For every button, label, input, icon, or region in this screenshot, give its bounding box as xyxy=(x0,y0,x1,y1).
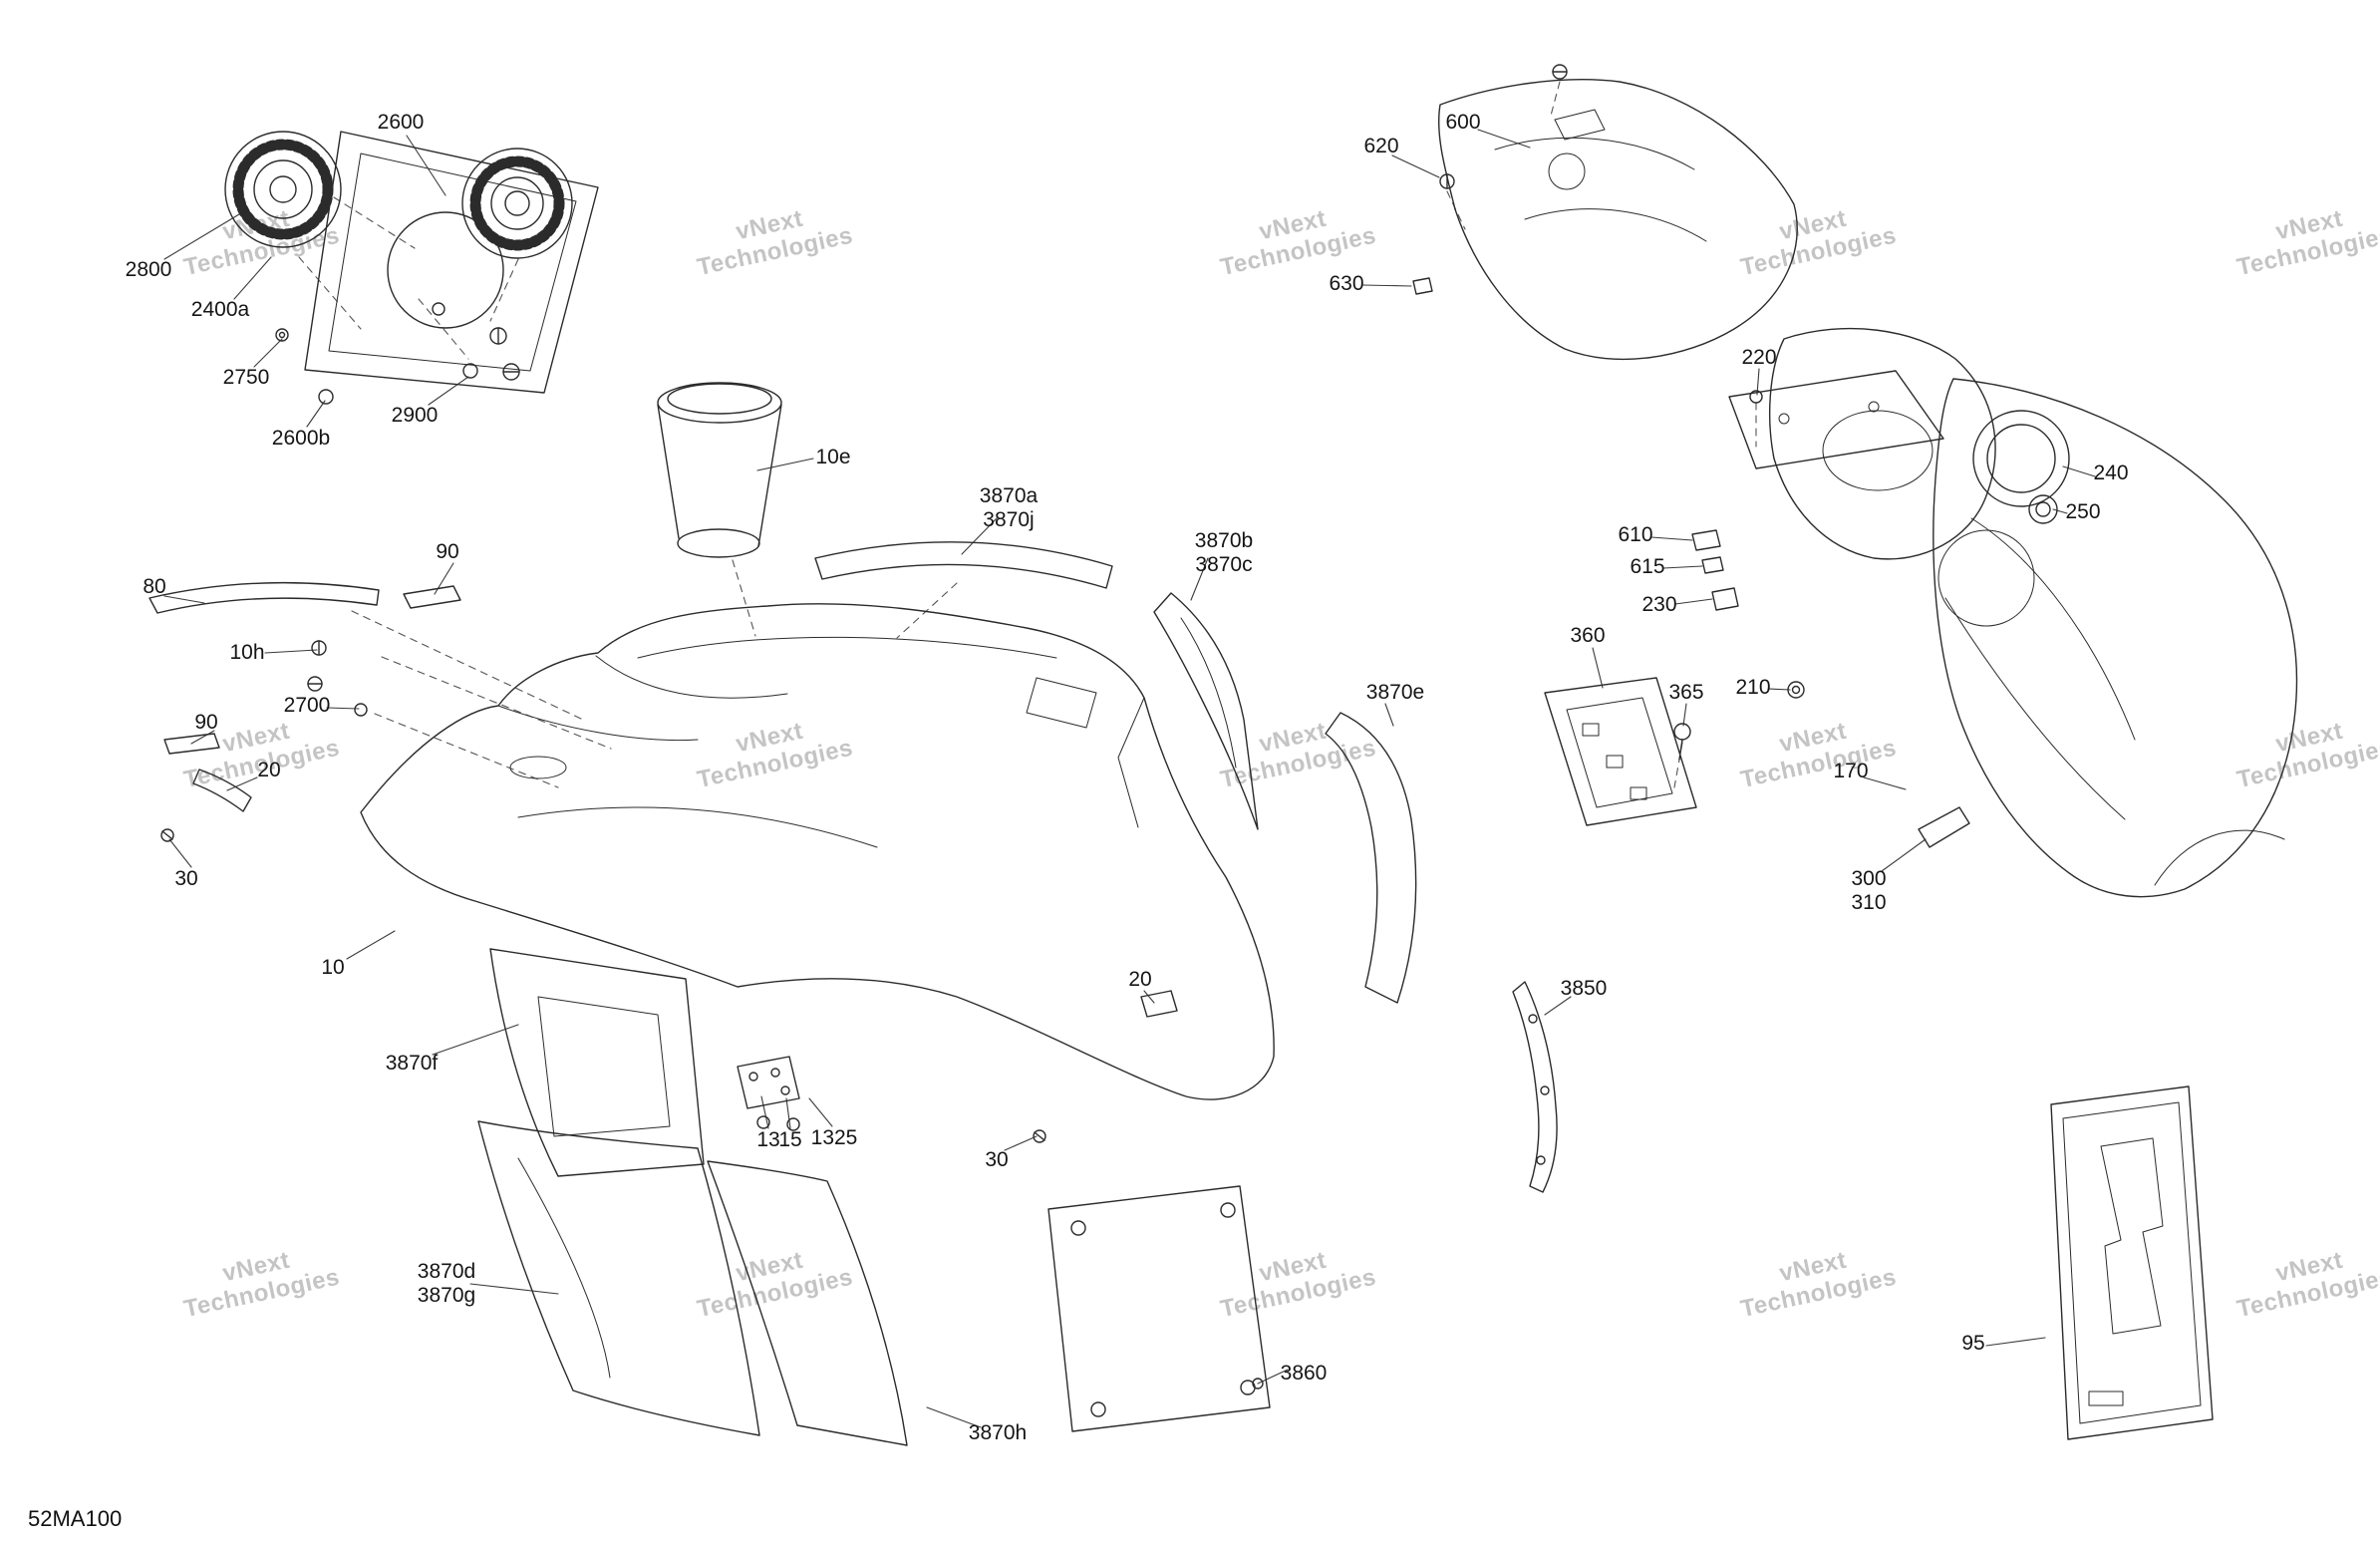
console-assembly-drawing xyxy=(1412,64,1798,361)
part-label-230: 230 xyxy=(1641,593,1677,616)
part-label-2600b: 2600b xyxy=(271,427,331,450)
tank-assembly-drawing xyxy=(1512,327,2298,1193)
part-label-10: 10 xyxy=(321,956,345,979)
part-label-3870a: 3870a xyxy=(979,484,1039,507)
part-label-300: 300 xyxy=(1851,867,1887,890)
part-label-240: 240 xyxy=(2093,462,2129,484)
gauge-cluster-drawing xyxy=(224,131,599,405)
part-label-3870h: 3870h xyxy=(968,1421,1028,1444)
part-label-2750: 2750 xyxy=(222,366,270,389)
part-label-3870e: 3870e xyxy=(1365,681,1425,704)
part-label-90: 90 xyxy=(194,711,218,734)
part-label-3870d: 3870d xyxy=(417,1260,476,1283)
part-label-2800: 2800 xyxy=(125,258,172,281)
part-label-3870j: 3870j xyxy=(983,508,1035,531)
part-label-3850: 3850 xyxy=(1560,977,1608,1000)
part-label-13: 13 xyxy=(756,1128,780,1151)
part-label-3870f: 3870f xyxy=(385,1052,439,1075)
part-label-600: 600 xyxy=(1445,111,1481,134)
part-label-620: 620 xyxy=(1363,135,1399,157)
part-label-20: 20 xyxy=(257,759,281,781)
part-label-365: 365 xyxy=(1668,681,1704,704)
part-label-615: 615 xyxy=(1630,555,1665,578)
part-label-310: 310 xyxy=(1851,891,1887,914)
diagram-code: 52MA100 xyxy=(28,1506,123,1531)
part-label-210: 210 xyxy=(1735,676,1771,699)
hood-assembly-drawing xyxy=(149,382,1417,1446)
part-label-610: 610 xyxy=(1618,523,1653,546)
leader-lines xyxy=(163,129,2096,1428)
part-label-360: 360 xyxy=(1570,624,1606,647)
decal-sheet-drawing xyxy=(2050,1085,2214,1440)
part-label-3870b: 3870b xyxy=(1194,529,1254,552)
part-label-30: 30 xyxy=(174,867,198,890)
part-label-90: 90 xyxy=(436,540,459,563)
part-label-20: 20 xyxy=(1128,968,1152,991)
part-label-10e: 10e xyxy=(815,446,851,468)
part-label-3870c: 3870c xyxy=(1195,553,1253,576)
part-label-220: 220 xyxy=(1741,346,1777,369)
part-label-30: 30 xyxy=(985,1148,1009,1171)
part-label-2900: 2900 xyxy=(391,404,439,427)
part-label-250: 250 xyxy=(2065,500,2101,523)
part-label-630: 630 xyxy=(1329,272,1364,295)
part-label-10h: 10h xyxy=(229,641,265,664)
part-label-170: 170 xyxy=(1833,760,1869,782)
part-label-95: 95 xyxy=(1961,1332,1985,1355)
part-label-80: 80 xyxy=(143,575,166,598)
part-label-15: 15 xyxy=(778,1128,802,1151)
part-label-3870g: 3870g xyxy=(417,1284,476,1307)
part-label-2400a: 2400a xyxy=(190,298,250,321)
part-label-1325: 1325 xyxy=(810,1126,858,1149)
part-label-2700: 2700 xyxy=(283,694,331,717)
construction-lines xyxy=(298,81,1757,788)
part-label-3860: 3860 xyxy=(1280,1362,1328,1385)
part-label-2600: 2600 xyxy=(377,111,425,134)
